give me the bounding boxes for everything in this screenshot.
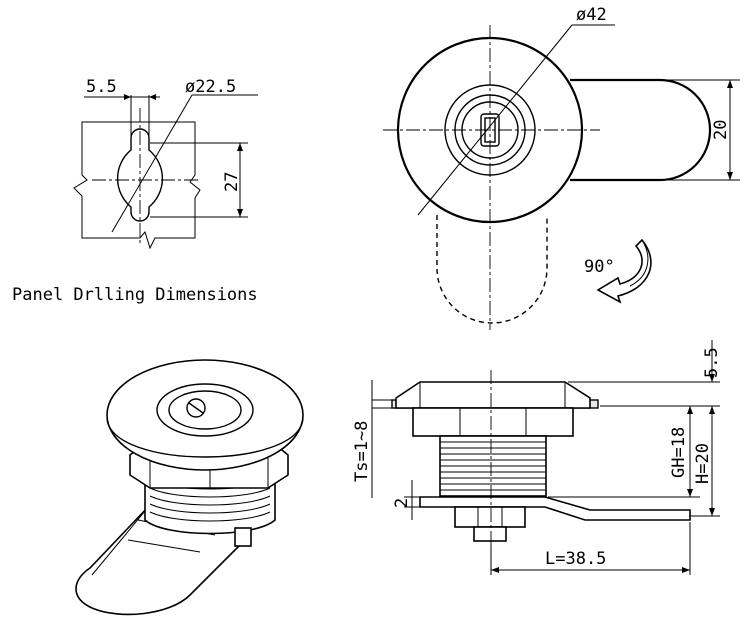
cam-thickness-dim: 2: [392, 498, 412, 508]
iso-flange: [106, 359, 304, 471]
panel-outline: [73, 121, 201, 250]
drill-diameter-dim: ø22.5: [185, 77, 236, 97]
rotation-arrow-icon: [596, 238, 652, 304]
iso-plug-outer: [156, 383, 254, 437]
iso-plug-inner: [168, 390, 242, 430]
drill-slot-dim: 5.5: [86, 77, 117, 97]
iso-key-hole: [186, 398, 206, 418]
total-height-dim: H=20: [693, 443, 713, 484]
iso-stud: [234, 527, 252, 547]
side-view: 5.5 Ts=1~8 GH=18 H=20 2 L=38.5: [352, 340, 722, 575]
side-bottom-nut: [454, 506, 526, 528]
grip-height-dim: GH=18: [669, 427, 689, 478]
drill-hole: [116, 128, 164, 222]
panel-drilling-title: Panel Drlling Dimensions: [12, 285, 258, 305]
panel-drilling-view: 5.5 ø22.5 27 Panel Drlling Dimensions: [12, 77, 258, 305]
cam-width-dim: 20: [711, 120, 731, 140]
panel-thickness-dim: Ts=1~8: [352, 421, 372, 482]
cam-outline: [570, 78, 712, 182]
side-hex-nut: [412, 407, 574, 437]
side-screw: [473, 526, 507, 542]
front-view: ø42 20 90°: [383, 5, 740, 330]
cam-rotated-outline: [436, 215, 548, 324]
side-flange: [395, 381, 591, 409]
flange-diameter-dim: ø42: [576, 5, 607, 25]
isometric-view: [75, 359, 304, 616]
drill-height-dim: 27: [222, 172, 242, 192]
cam-length-dim: L=38.5: [545, 549, 606, 569]
flange-height-dim: 5.5: [702, 347, 722, 378]
rotation-angle: 90°: [584, 257, 615, 277]
